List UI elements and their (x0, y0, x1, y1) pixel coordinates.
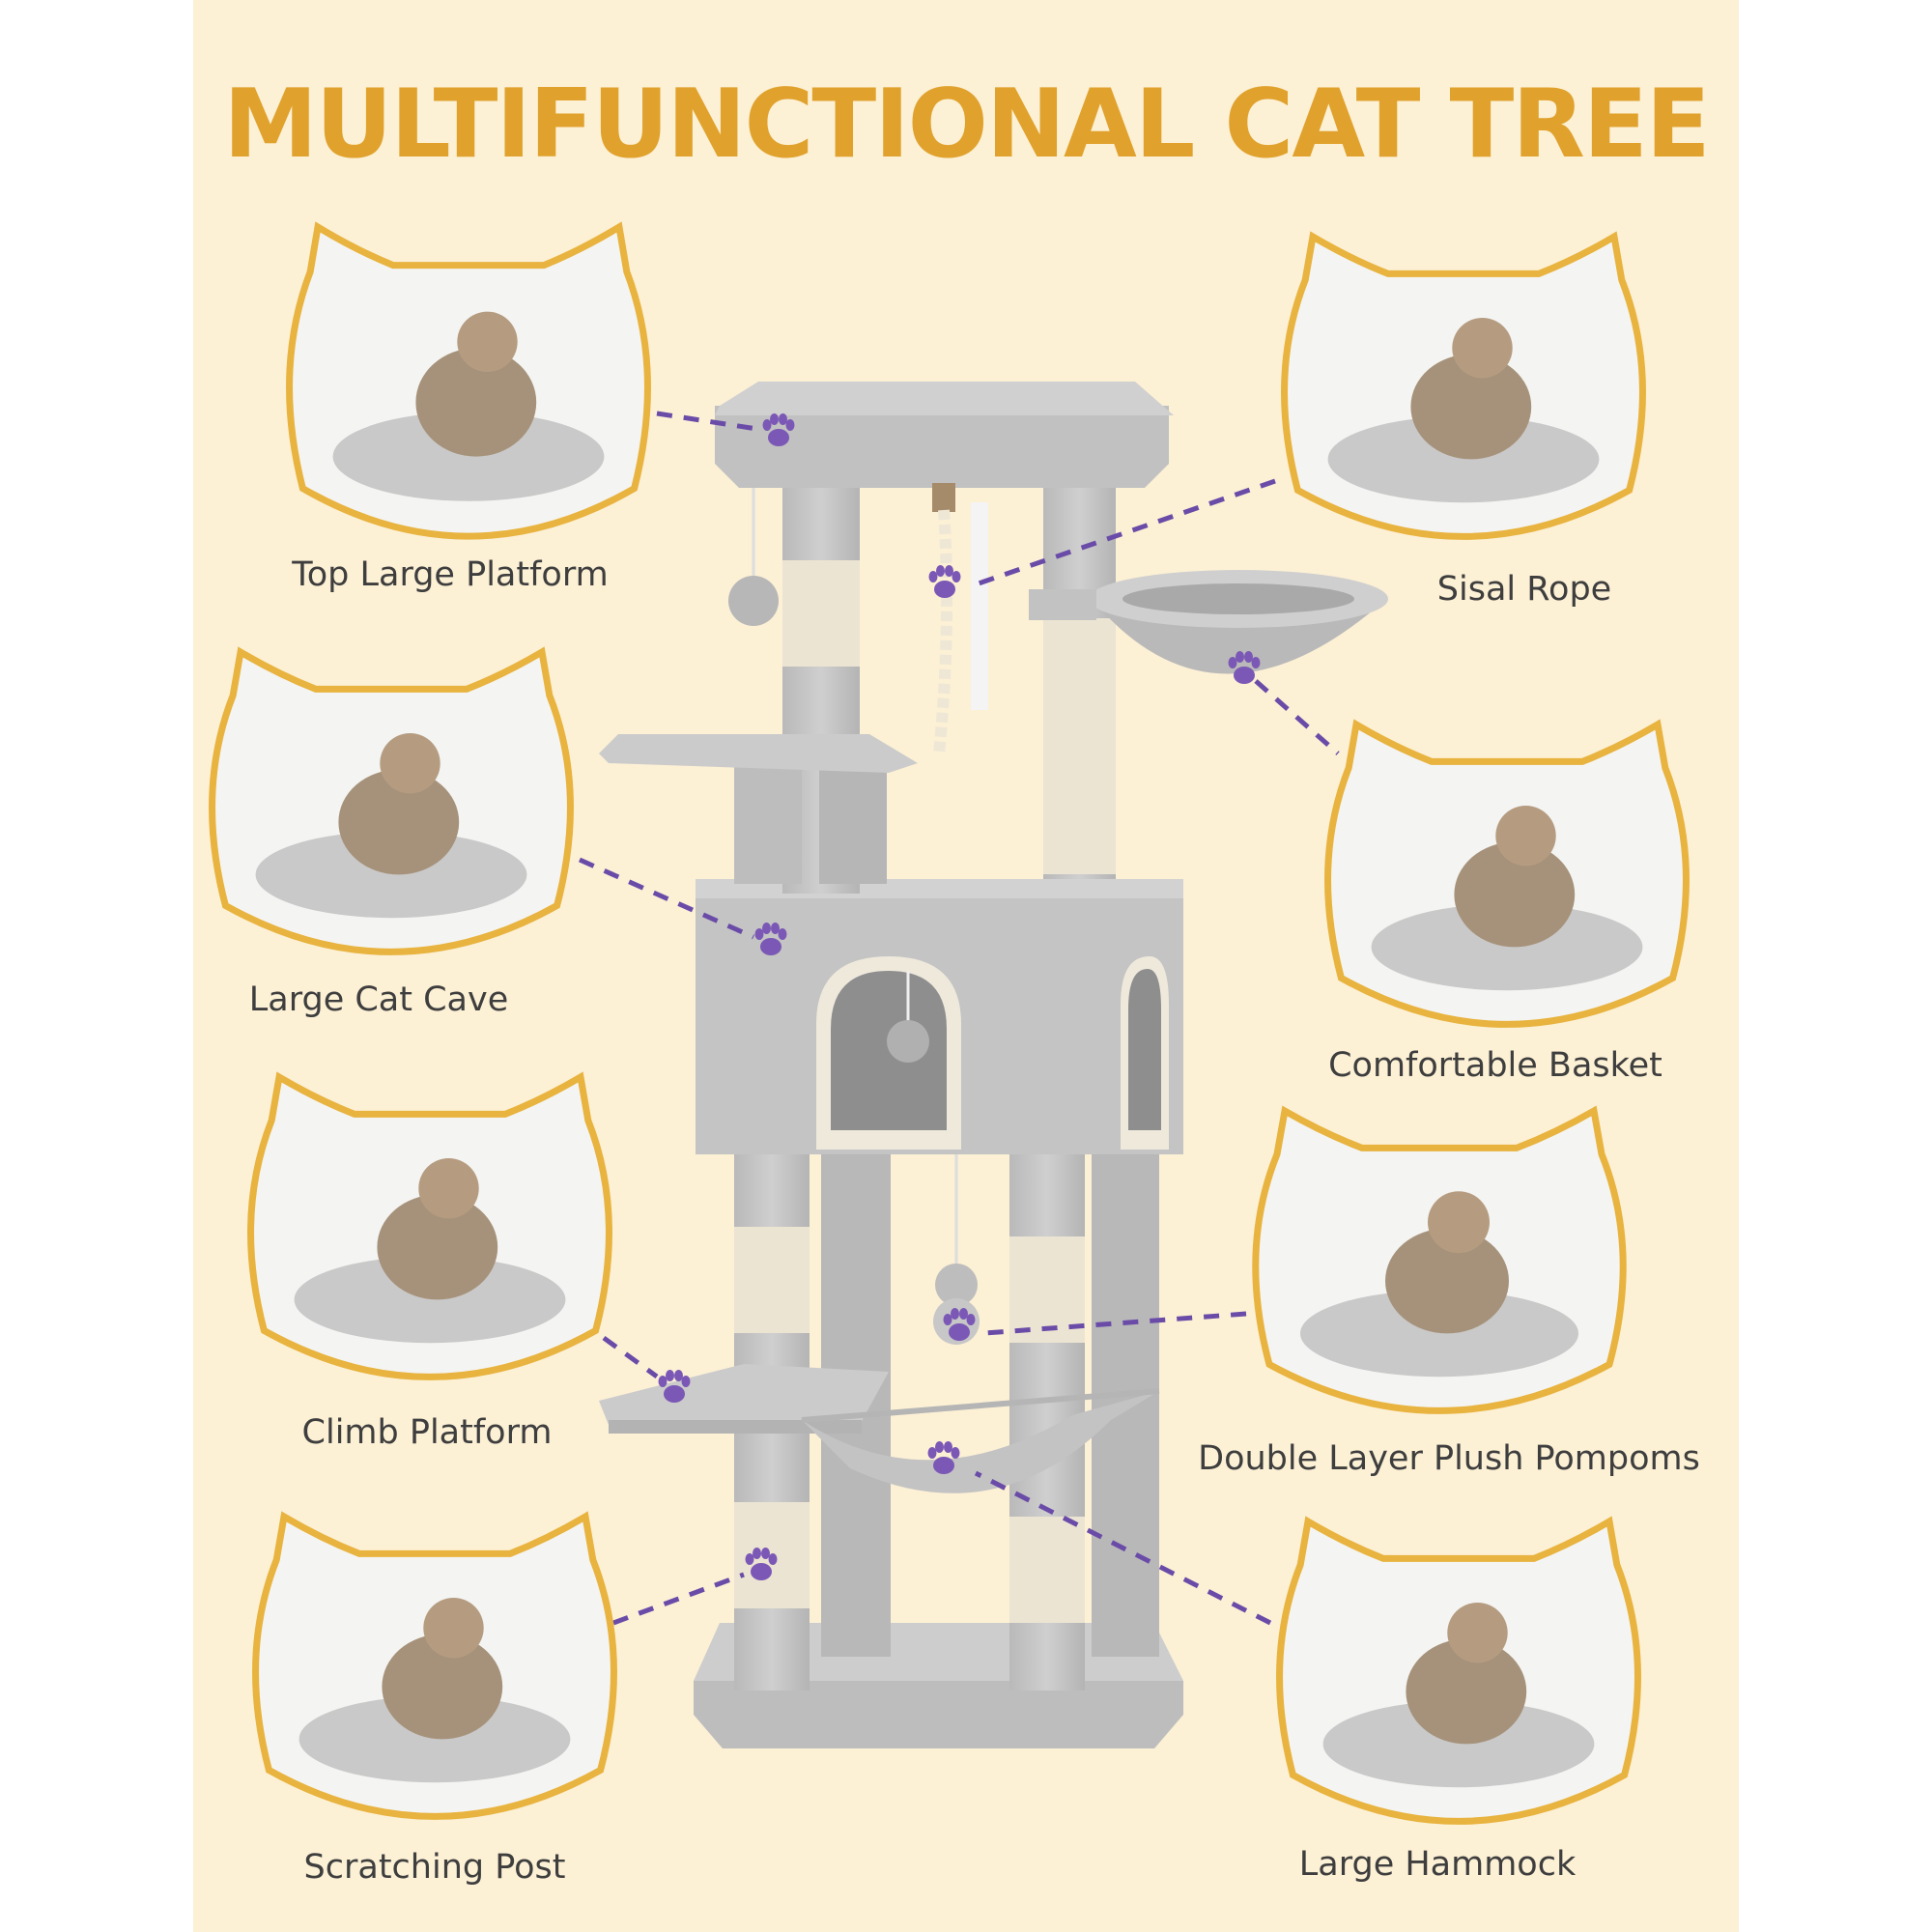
feature-label-cat-cave: Large Cat Cave (248, 980, 509, 1019)
kitten-scratching-photo (252, 1511, 617, 1820)
kitten-in-cave-photo (209, 646, 574, 955)
page-title: MULTIFUNCTIONAL CAT TREE (223, 70, 1710, 180)
cat-with-rope-photo (1281, 231, 1646, 540)
connector-top-platform (656, 411, 764, 433)
connector-cave (578, 857, 755, 940)
cat-cave (696, 879, 1183, 1154)
cat-on-platform-photo (286, 221, 651, 540)
feature-label-top-platform: Top Large Platform (292, 555, 609, 594)
cat-tree (599, 382, 1388, 1748)
connector-scratch (612, 1572, 745, 1626)
side-platform (599, 734, 918, 773)
connector-hammock (974, 1470, 1272, 1626)
feature-label-scratching-post: Scratching Post (303, 1848, 566, 1887)
connector-basket (1254, 679, 1340, 755)
upper-posts (734, 473, 1116, 894)
basket (1029, 570, 1388, 674)
connector-climb (602, 1335, 659, 1379)
connectors (578, 411, 1340, 1626)
kitten-in-basket-photo (1324, 719, 1690, 1028)
hammock (801, 1388, 1160, 1493)
climb-platform (599, 1364, 889, 1434)
cat-in-hammock-photo (1276, 1516, 1641, 1825)
top-pompom (728, 488, 779, 626)
top-platform (715, 382, 1174, 512)
feature-label-sisal-rope: Sisal Rope (1436, 570, 1612, 609)
feature-label-pompoms: Double Layer Plush Pompoms (1198, 1439, 1700, 1478)
lower-posts (734, 1154, 1159, 1690)
feature-label-climb-platform: Climb Platform (301, 1413, 553, 1452)
sisal-rope (933, 502, 988, 754)
feature-label-basket: Comfortable Basket (1328, 1046, 1662, 1085)
kitten-on-platform-photo (247, 1071, 612, 1380)
connector-pompom (984, 1311, 1247, 1336)
feature-label-hammock: Large Hammock (1298, 1845, 1577, 1884)
connector-sisal-rope (975, 478, 1276, 587)
cat-playing-pompom-photo (1252, 1105, 1627, 1414)
